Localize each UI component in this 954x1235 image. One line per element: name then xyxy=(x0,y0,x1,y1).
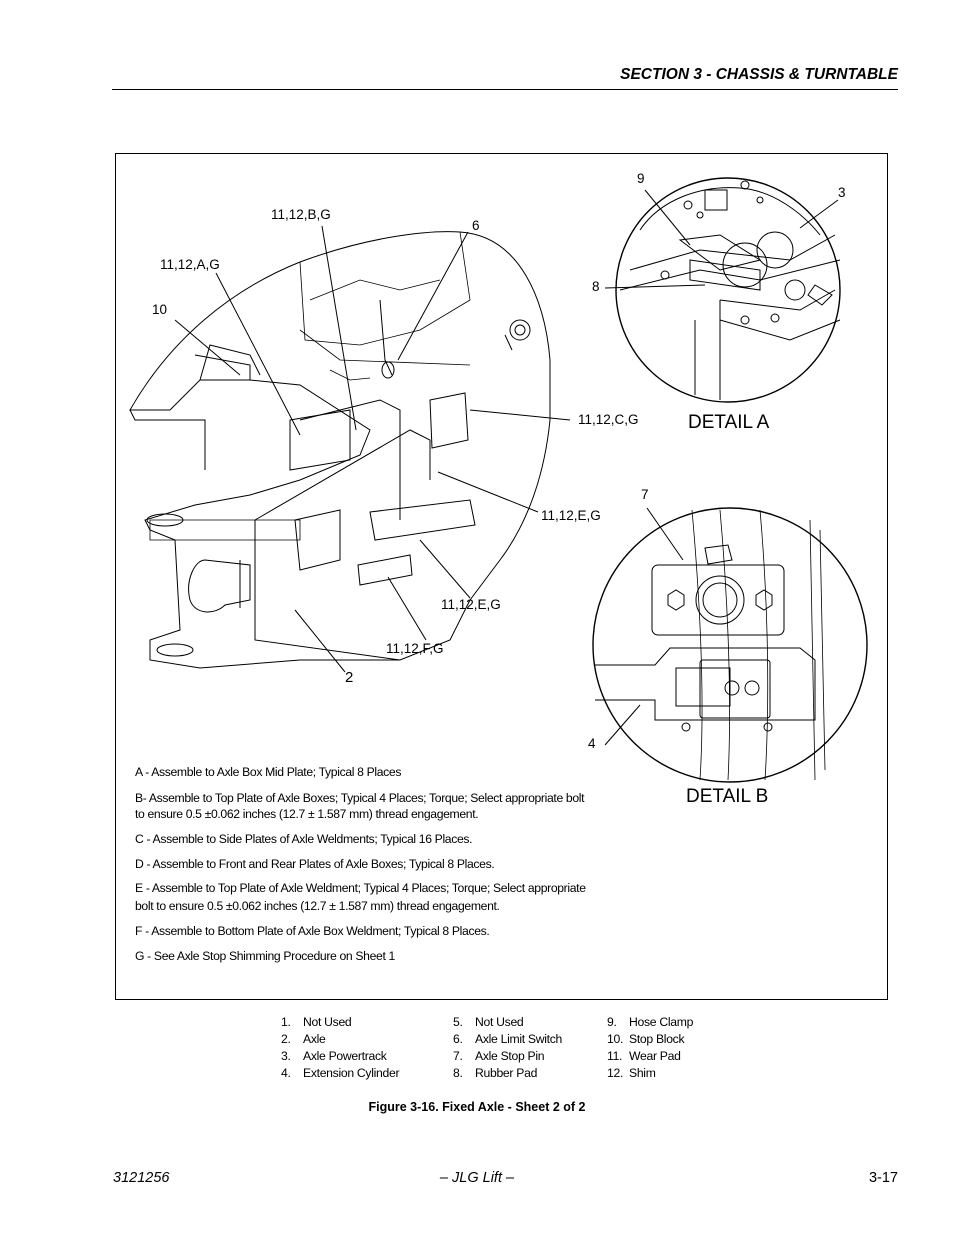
legend-item: 9. Hose Clamp xyxy=(607,1014,693,1031)
legend-number: 10. xyxy=(607,1032,624,1046)
callout-4: 4 xyxy=(588,736,596,751)
legend-label: Axle xyxy=(303,1032,326,1046)
legend-number: 9. xyxy=(607,1015,617,1029)
note-c: C - Assemble to Side Plates of Axle Weld… xyxy=(135,832,473,846)
callout-2: 2 xyxy=(345,669,354,686)
legend-number: 2. xyxy=(281,1032,291,1046)
legend-number: 1. xyxy=(281,1015,291,1029)
legend-item: 10. Stop Block xyxy=(607,1031,693,1048)
footer-doc-number: 3121256 xyxy=(113,1170,170,1186)
callout-7: 7 xyxy=(641,487,649,502)
note-f: F - Assemble to Bottom Plate of Axle Box… xyxy=(135,924,490,938)
legend-label: Shim xyxy=(629,1066,656,1080)
legend-label: Not Used xyxy=(303,1015,352,1029)
legend-item: 11. Wear Pad xyxy=(607,1048,693,1065)
legend-label: Axle Powertrack xyxy=(303,1049,387,1063)
callout-9: 9 xyxy=(637,171,645,186)
callout-11-12-b-g: 11,12,B,G xyxy=(271,207,331,222)
callout-6: 6 xyxy=(472,218,480,233)
legend-item: 6. Axle Limit Switch xyxy=(453,1031,562,1048)
legend-item: 7. Axle Stop Pin xyxy=(453,1048,562,1065)
legend-label: Axle Limit Switch xyxy=(475,1032,563,1046)
note-e-line2: bolt to ensure 0.5 ±0.062 inches (12.7 ±… xyxy=(135,899,500,913)
callout-11-12-e-g-lower: 11,12,E,G xyxy=(441,597,501,612)
detail-a-label: DETAIL A xyxy=(688,412,770,433)
legend-item: 5. Not Used xyxy=(453,1014,562,1031)
legend-number: 7. xyxy=(453,1049,463,1063)
legend-label: Not Used xyxy=(475,1015,524,1029)
footer-page-number: 3-17 xyxy=(868,1170,898,1186)
note-g: G - See Axle Stop Shimming Procedure on … xyxy=(135,949,395,963)
note-b-line1: B- Assemble to Top Plate of Axle Boxes; … xyxy=(135,791,585,805)
legend-number: 8. xyxy=(453,1066,463,1080)
note-e-line1: E - Assemble to Top Plate of Axle Weldme… xyxy=(135,881,586,895)
legend-item: 3. Axle Powertrack xyxy=(281,1048,399,1065)
legend-item: 4. Extension Cylinder xyxy=(281,1065,400,1082)
figure-caption: Figure 3-16. Fixed Axle - Sheet 2 of 2 xyxy=(368,1100,586,1114)
legend-label: Axle Stop Pin xyxy=(475,1049,545,1063)
legend-label: Rubber Pad xyxy=(475,1066,538,1080)
legend-label: Extension Cylinder xyxy=(303,1066,400,1080)
footer-publisher: – JLG Lift – xyxy=(439,1170,515,1186)
legend-item: 2. Axle xyxy=(281,1031,399,1048)
note-d: D - Assemble to Front and Rear Plates of… xyxy=(135,857,495,871)
callout-11-12-c-g: 11,12,C,G xyxy=(578,412,639,427)
legend-item: 12. Shim xyxy=(607,1065,693,1082)
legend-column-1: 1. Not Used 2. Axle 3. Axle Powertrack 4. Ex… xyxy=(281,1014,400,1082)
section-title: SECTION 3 - CHASSIS & TURNTABLE xyxy=(620,66,898,83)
legend-column-2: 5. Not Used 6. Axle Limit Switch 7. Axle St… xyxy=(453,1014,562,1082)
callout-11-12-e-g-right: 11,12,E,G xyxy=(541,508,601,523)
legend-number: 6. xyxy=(453,1032,463,1046)
note-a: A - Assemble to Axle Box Mid Plate; Typi… xyxy=(135,765,402,779)
detail-b-label: DETAIL B xyxy=(686,786,769,807)
legend-number: 11. xyxy=(607,1049,623,1063)
figure-frame xyxy=(115,153,888,1000)
callout-11-12-a-g: 11,12,A,G xyxy=(160,257,220,272)
callout-3: 3 xyxy=(838,185,846,200)
legend-number: 4. xyxy=(281,1066,291,1080)
note-b-line2: to ensure 0.5 ±0.062 inches (12.7 ± 1.58… xyxy=(135,807,479,821)
header-rule xyxy=(112,89,898,90)
legend-column-3: 9. Hose Clamp 10. Stop Block 11. Wear Pad 1… xyxy=(607,1014,693,1082)
legend-label: Stop Block xyxy=(629,1032,685,1046)
legend-number: 12. xyxy=(607,1066,624,1080)
legend-label: Hose Clamp xyxy=(629,1015,694,1029)
callout-11-12-f-g: 11,12,F,G xyxy=(386,641,444,656)
legend-label: Wear Pad xyxy=(629,1049,681,1063)
callout-8: 8 xyxy=(592,279,600,294)
legend-number: 3. xyxy=(281,1049,291,1063)
legend-item: 1. Not Used xyxy=(281,1014,399,1031)
legend-item: 8. Rubber Pad xyxy=(453,1065,562,1082)
callout-10: 10 xyxy=(152,302,168,317)
legend-number: 5. xyxy=(453,1015,463,1029)
